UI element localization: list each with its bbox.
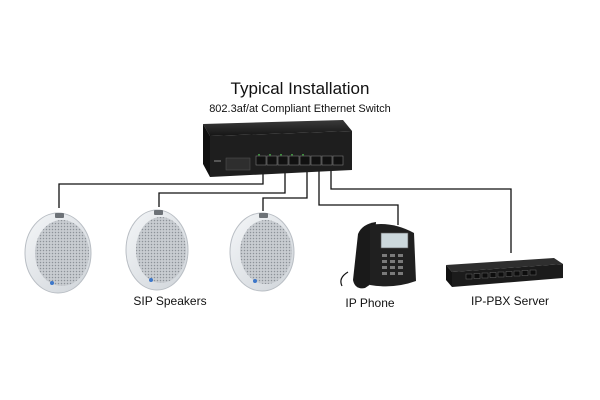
diagram-title: Typical Installation [230,79,370,98]
sip-speaker-3 [229,212,295,292]
phone-display [380,232,409,249]
switch-port-row [255,155,344,166]
label-sip-speakers: SIP Speakers [133,294,207,308]
cable-speaker-1 [58,167,264,208]
speaker-status-led [149,278,153,282]
sip-speaker-1 [24,212,92,294]
phone-cord [340,271,349,287]
speaker-status-led [50,281,54,285]
cable-ip-phone [318,167,399,225]
label-ip-phone: IP Phone [345,296,395,310]
ethernet-switch [203,120,352,177]
cable-speaker-2 [158,167,286,207]
cable-pbx [330,167,512,253]
diagram-subtitle: 802.3af/at Compliant Ethernet Switch [209,103,391,115]
ip-pbx-server [446,258,563,287]
cables [58,167,512,253]
ip-phone [340,222,416,289]
speaker-status-led [253,279,257,283]
sip-speaker-2 [125,209,189,291]
label-ip-pbx-server: IP-PBX Server [470,294,550,308]
cable-speaker-3 [262,167,308,211]
